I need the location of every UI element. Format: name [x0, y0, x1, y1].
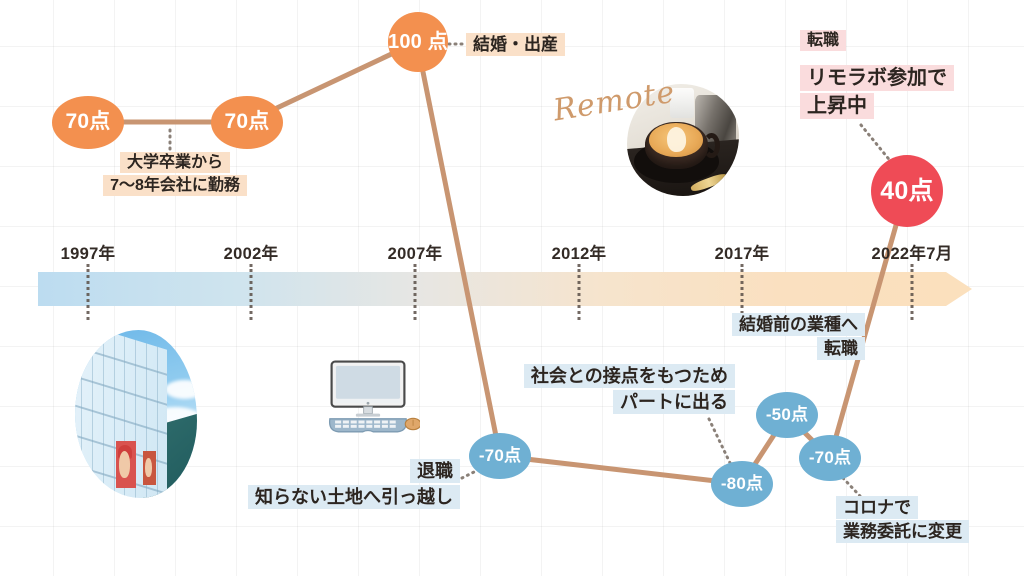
year-tick-2012: [577, 264, 581, 320]
year-tick-2007: [413, 264, 417, 320]
facade-mullion: [92, 330, 94, 498]
poster-artwork: [143, 450, 156, 485]
year-label-2012: 2012年: [551, 245, 607, 263]
year-tick-1997: [86, 264, 90, 320]
year-label-2022: 2022年7月: [871, 245, 953, 263]
score-node-1997[interactable]: 70点: [52, 96, 124, 149]
timeline-axis-bar: [38, 272, 972, 306]
year-label-2007: 2007年: [387, 245, 443, 263]
cup-handle: [703, 133, 720, 158]
callout-university: 大学卒業から 7〜8年会社に勤務: [85, 150, 265, 199]
score-node-2020[interactable]: -70点: [799, 435, 861, 481]
callout-retire: 退職 知らない土地へ引っ越し: [218, 457, 460, 512]
score-node-2012[interactable]: -70点: [469, 433, 531, 479]
callout-marriage: 結婚・出産: [466, 31, 565, 59]
facade-mullion: [156, 346, 158, 498]
score-node-2022[interactable]: 40点: [871, 155, 943, 227]
callout-remolab: リモラボ参加で 上昇中: [800, 62, 995, 123]
callout-pre-marriage-job: 結婚前の業種へ 転職: [700, 311, 865, 363]
score-node-2002[interactable]: 70点: [211, 96, 283, 149]
callout-part-time: 社会との接点をもつため パートに出る: [495, 362, 735, 417]
facade-stripe: [75, 399, 168, 435]
year-label-2017: 2017年: [714, 245, 770, 263]
poster-face: [144, 458, 152, 478]
year-label-1997: 1997年: [60, 245, 116, 263]
score-node-2007[interactable]: 100 点: [388, 12, 448, 72]
score-node-2017[interactable]: -80点: [711, 461, 773, 507]
poster-artwork: [116, 440, 136, 488]
facade-mullion: [81, 330, 83, 498]
callout-job-change-tag: 転職: [800, 28, 847, 55]
facade-stripe: [75, 340, 168, 376]
callout-corona: コロナで 業務委託に変更: [836, 494, 996, 546]
year-label-2002: 2002年: [223, 245, 279, 263]
desktop-computer-icon: [328, 360, 420, 433]
score-node-2019[interactable]: -50点: [756, 392, 818, 438]
timeline-arrow-icon: [946, 272, 972, 306]
building-photo: [75, 330, 197, 498]
year-tick-2022: [910, 264, 914, 320]
facade-stripe: [75, 370, 168, 405]
timeline-bar-body: [38, 272, 946, 306]
year-tick-2002: [249, 264, 253, 320]
poster-face: [118, 451, 131, 478]
cloud-icon: [165, 380, 197, 399]
